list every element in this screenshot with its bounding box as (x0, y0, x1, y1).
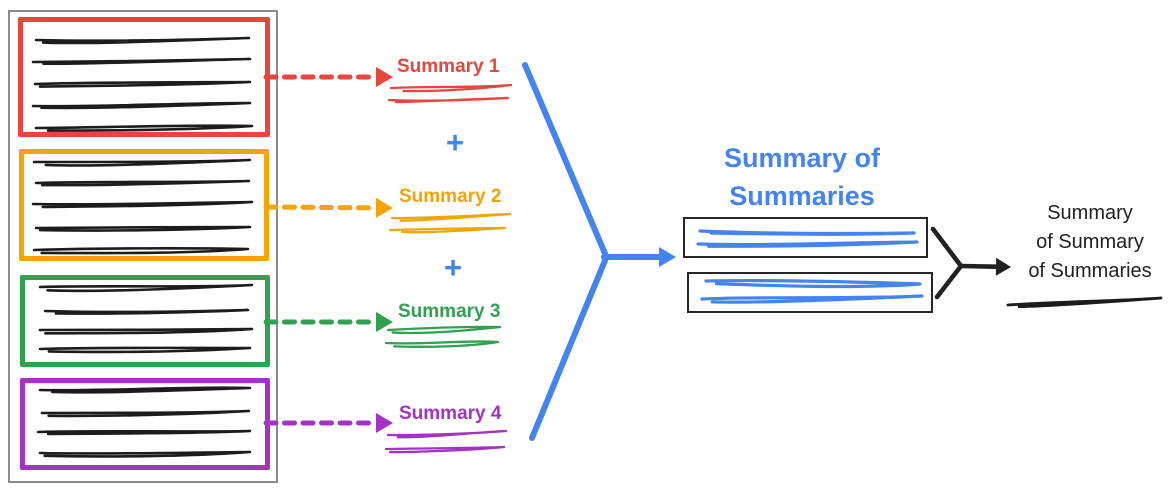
summary-2-scribble-line (388, 226, 507, 234)
summary-3-scribble-line (386, 325, 502, 335)
merge-arrow-head (659, 247, 676, 267)
final-summary-label: Summary of Summary of Summaries (1004, 199, 1170, 286)
summary-3-label: Summary 3 (398, 301, 501, 322)
summary-1-scribble-line (387, 96, 510, 104)
final-arrow-shaft (958, 263, 999, 270)
summary-1-label: Summary 1 (397, 56, 500, 77)
summary-2-scribble-line (390, 212, 512, 222)
summary-1-scribble-line (389, 83, 513, 93)
document-chunk-4-box (20, 378, 270, 470)
plus-operator-2: + (443, 250, 463, 285)
source-document-box (8, 10, 278, 483)
summary-of-summaries-title-line-1: Summary of (723, 143, 881, 173)
final-summary-underline-scribble (1006, 296, 1163, 309)
document-chunk-1-box (18, 17, 270, 137)
summary-4-scribble-line (384, 445, 506, 454)
merge-line-bottom (529, 255, 609, 441)
summary-4-label: Summary 4 (399, 403, 502, 424)
chunk-2-to-summary-arrow-shaft (263, 204, 379, 211)
summary-3-scribble-line (384, 340, 500, 348)
summary-of-summaries-box-1 (683, 217, 928, 258)
document-chunk-3-box (20, 275, 270, 367)
merge-line-top (522, 62, 609, 259)
final-summary-label-line-2: of Summary (1036, 231, 1144, 253)
summary-2-label: Summary 2 (399, 186, 502, 207)
final-summary-label-line-3: of Summaries (1028, 260, 1152, 282)
plus-operator-1: + (445, 125, 465, 160)
chunk-4-to-summary-arrow-head (376, 413, 393, 433)
final-summary-label-line-1: Summary (1047, 202, 1133, 224)
chunk-1-to-summary-arrow-head (376, 67, 393, 87)
summary-of-summaries-title-line-2: Summaries (729, 181, 875, 211)
final-bracket-bottom (934, 263, 964, 300)
chunk-3-to-summary-arrow-head (376, 312, 393, 332)
summary-of-summaries-title: Summary of Summaries (687, 139, 917, 215)
summary-4-scribble-line (386, 429, 508, 439)
summary-of-summaries-box-2 (687, 272, 933, 313)
document-chunk-2-box (19, 149, 269, 261)
final-bracket-top (930, 226, 964, 269)
chunk-2-to-summary-arrow-head (375, 197, 393, 218)
